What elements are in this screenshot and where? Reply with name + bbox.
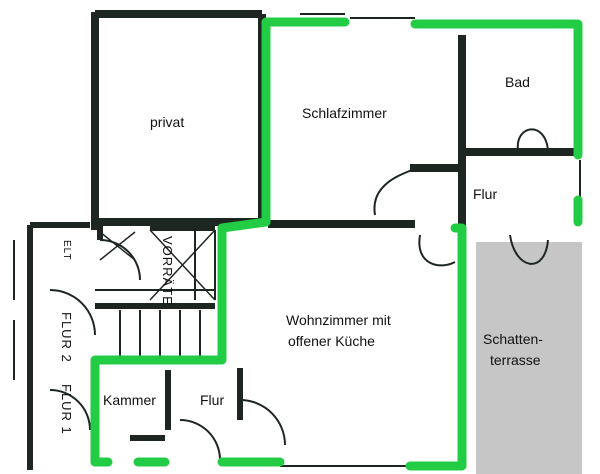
- room-label-flur1: FLUR 1: [59, 384, 74, 435]
- shade-terrace-area: [476, 242, 582, 474]
- room-label-kammer: Kammer: [103, 392, 156, 408]
- room-label-wohnzimmer-line1: Wohnzimmer mit: [286, 312, 391, 328]
- highlighted-outline: [90, 17, 583, 471]
- room-label-flur-lower: Flur: [200, 392, 225, 408]
- room-label-bad: Bad: [505, 74, 530, 90]
- room-label-flur2: FLUR 2: [59, 312, 74, 363]
- room-label-terrasse-line1: Schatten-: [483, 331, 543, 347]
- room-label-elt: ELT: [61, 240, 72, 261]
- walls: [13, 10, 581, 470]
- room-label-flur-upper: Flur: [473, 186, 498, 202]
- room-label-privat: privat: [150, 114, 185, 130]
- room-label-vorraete: VORRÄTE: [160, 236, 175, 306]
- room-label-terrasse-line2: terrasse: [490, 352, 541, 368]
- room-label-schlafzimmer: Schlafzimmer: [302, 105, 387, 121]
- room-label-wohnzimmer-line2: offener Küche: [288, 333, 375, 349]
